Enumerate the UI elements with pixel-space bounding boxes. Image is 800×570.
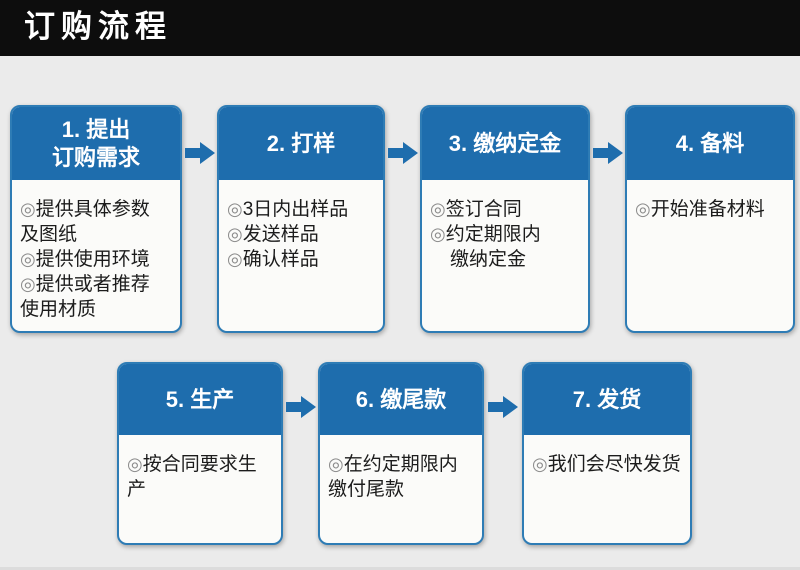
flow-step-box: 6. 缴尾款◎在约定期限内缴付尾款 bbox=[318, 362, 484, 545]
step-item: ◎提供具体参数及图纸 bbox=[20, 197, 174, 247]
step-item: ◎开始准备材料 bbox=[635, 197, 787, 222]
arrow-right-icon bbox=[488, 396, 518, 418]
flow-step-box: 5. 生产 ◎按合同要求生产 bbox=[117, 362, 283, 545]
step-item-first-line: ◎我们会尽快发货 bbox=[532, 452, 684, 477]
step-header: 7. 发货 bbox=[524, 364, 690, 435]
step-body: ◎开始准备材料 bbox=[627, 180, 793, 222]
step-item: ◎在约定期限内缴付尾款 bbox=[328, 452, 476, 502]
arrow-right-icon bbox=[185, 142, 215, 164]
step-header: 3. 缴纳定金 bbox=[422, 107, 588, 180]
flow-step-box: 4. 备料 ◎开始准备材料 bbox=[625, 105, 795, 333]
step-item: ◎发送样品 bbox=[227, 222, 377, 247]
step-item-continuation: 使用材质 bbox=[20, 299, 97, 320]
bullet-icon: ◎ bbox=[127, 454, 143, 474]
bullet-icon: ◎ bbox=[430, 199, 446, 219]
step-item-text: 提供具体参数 bbox=[35, 199, 150, 220]
bullet-icon: ◎ bbox=[635, 199, 651, 219]
step-item-first-line: ◎确认样品 bbox=[227, 247, 377, 272]
step-header: 5. 生产 bbox=[119, 364, 281, 435]
step-item: ◎提供或者推荐使用材质 bbox=[20, 272, 174, 322]
step-item-continuation: 缴付尾款 bbox=[328, 479, 405, 500]
step-body: ◎签订合同◎约定期限内缴纳定金 bbox=[422, 180, 588, 272]
step-item-first-line: ◎约定期限内 bbox=[430, 222, 582, 247]
step-body: ◎提供具体参数及图纸◎提供使用环境◎提供或者推荐使用材质 bbox=[12, 180, 180, 322]
step-title-line: 订购需求 bbox=[51, 144, 140, 170]
step-title-line: 2. 打样 bbox=[266, 130, 336, 156]
arrow-right-icon bbox=[388, 142, 418, 164]
bullet-icon: ◎ bbox=[227, 224, 243, 244]
step-item: ◎约定期限内缴纳定金 bbox=[430, 222, 582, 272]
step-item-first-line: ◎提供或者推荐 bbox=[20, 272, 174, 297]
bullet-icon: ◎ bbox=[430, 224, 446, 244]
step-item: ◎确认样品 bbox=[227, 247, 377, 272]
step-item-first-line: ◎在约定期限内 bbox=[328, 452, 476, 477]
step-item: ◎按合同要求生产 bbox=[127, 452, 275, 502]
step-title-line: 3. 缴纳定金 bbox=[448, 130, 562, 156]
bullet-icon: ◎ bbox=[20, 199, 36, 219]
step-item-text: 开始准备材料 bbox=[650, 199, 765, 220]
step-item-text: 签订合同 bbox=[445, 199, 522, 220]
step-item-first-line: ◎提供具体参数 bbox=[20, 197, 174, 222]
step-header: 4. 备料 bbox=[627, 107, 793, 180]
bullet-icon: ◎ bbox=[20, 249, 36, 269]
bullet-icon: ◎ bbox=[20, 274, 36, 294]
bullet-icon: ◎ bbox=[227, 249, 243, 269]
bullet-icon: ◎ bbox=[227, 199, 243, 219]
step-item-text: 3日内出样品 bbox=[242, 199, 349, 220]
step-title-line: 5. 生产 bbox=[165, 386, 235, 412]
bottom-edge-line bbox=[0, 567, 800, 570]
arrow-right-icon bbox=[286, 396, 316, 418]
step-item-first-line: ◎3日内出样品 bbox=[227, 197, 377, 222]
bullet-icon: ◎ bbox=[328, 454, 344, 474]
step-title-line: 6. 缴尾款 bbox=[355, 386, 447, 412]
arrow-right-icon bbox=[593, 142, 623, 164]
step-title-line: 1. 提出 bbox=[61, 116, 131, 142]
step-body: ◎我们会尽快发货 bbox=[524, 435, 690, 477]
step-item-continuation: 及图纸 bbox=[20, 224, 78, 245]
bullet-icon: ◎ bbox=[532, 454, 548, 474]
flow-step-box: 1. 提出订购需求◎提供具体参数及图纸◎提供使用环境◎提供或者推荐使用材质 bbox=[10, 105, 182, 333]
step-header: 2. 打样 bbox=[219, 107, 383, 180]
title-bar: 订购流程 bbox=[0, 0, 800, 56]
step-header: 1. 提出订购需求 bbox=[12, 107, 180, 180]
step-item-continuation: 缴纳定金 bbox=[450, 249, 527, 270]
step-item-first-line: ◎按合同要求生产 bbox=[127, 452, 275, 502]
flow-step-box: 2. 打样◎3日内出样品◎发送样品◎确认样品 bbox=[217, 105, 385, 333]
step-item-first-line: ◎发送样品 bbox=[227, 222, 377, 247]
step-item-text: 按合同要求生产 bbox=[127, 454, 257, 500]
step-item-first-line: ◎签订合同 bbox=[430, 197, 582, 222]
step-item: ◎签订合同 bbox=[430, 197, 582, 222]
step-body: ◎按合同要求生产 bbox=[119, 435, 281, 502]
step-item: ◎提供使用环境 bbox=[20, 247, 174, 272]
step-body: ◎在约定期限内缴付尾款 bbox=[320, 435, 482, 502]
step-title-line: 7. 发货 bbox=[572, 386, 642, 412]
step-item-text: 约定期限内 bbox=[445, 224, 541, 245]
step-item-text: 在约定期限内 bbox=[343, 454, 458, 475]
step-item-first-line: ◎开始准备材料 bbox=[635, 197, 787, 222]
step-item: ◎3日内出样品 bbox=[227, 197, 377, 222]
step-item-text: 提供或者推荐 bbox=[35, 274, 150, 295]
flow-step-box: 7. 发货 ◎我们会尽快发货 bbox=[522, 362, 692, 545]
step-item-text: 提供使用环境 bbox=[35, 249, 150, 270]
step-item-text: 确认样品 bbox=[242, 249, 319, 270]
step-title-line: 4. 备料 bbox=[675, 130, 745, 156]
step-header: 6. 缴尾款 bbox=[320, 364, 482, 435]
step-item-text: 发送样品 bbox=[242, 224, 319, 245]
flow-step-box: 3. 缴纳定金◎签订合同◎约定期限内缴纳定金 bbox=[420, 105, 590, 333]
page-title: 订购流程 bbox=[24, 9, 172, 44]
step-item: ◎我们会尽快发货 bbox=[532, 452, 684, 477]
step-item-text: 我们会尽快发货 bbox=[547, 454, 681, 475]
step-body: ◎3日内出样品◎发送样品◎确认样品 bbox=[219, 180, 383, 272]
step-item-first-line: ◎提供使用环境 bbox=[20, 247, 174, 272]
